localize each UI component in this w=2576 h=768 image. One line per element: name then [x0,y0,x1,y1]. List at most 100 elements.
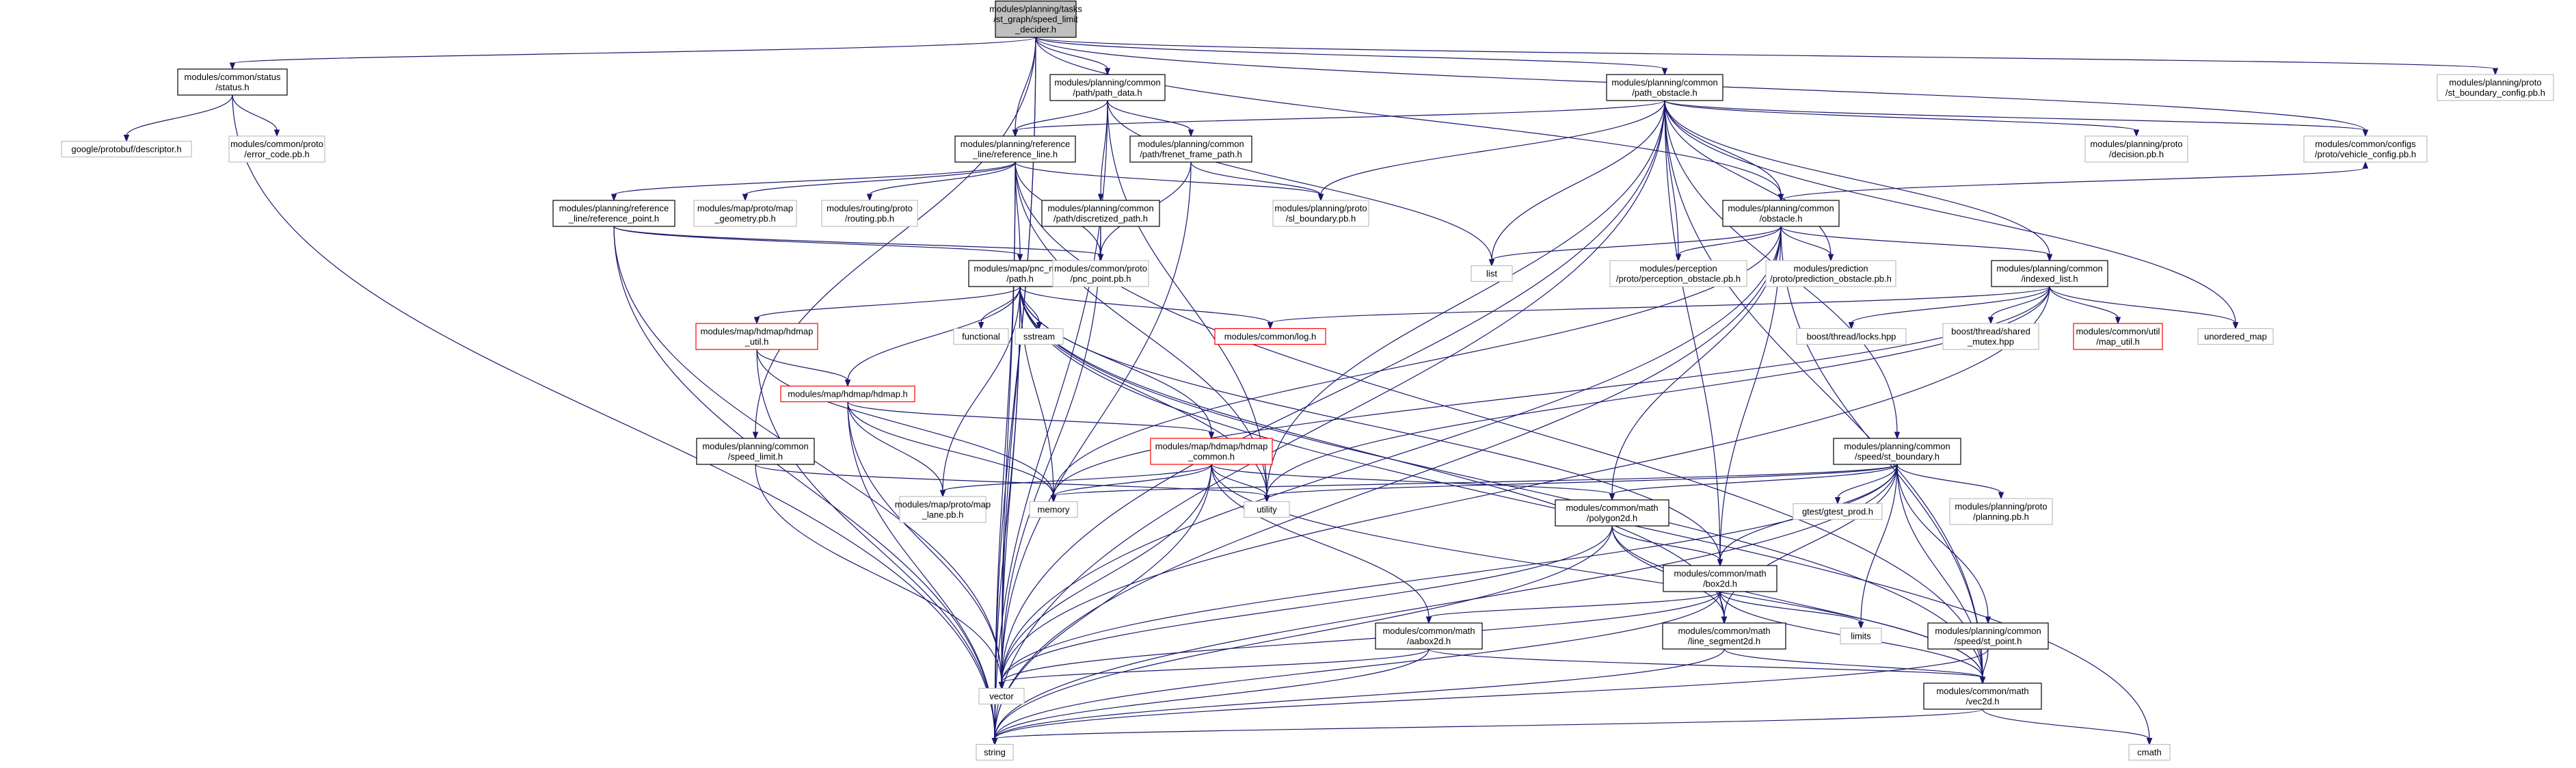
node-label-line: /decision.pb.h [2109,149,2164,159]
node-obstacle[interactable]: modules/planning/common/obstacle.h [1722,200,1840,227]
edge-arrowhead [1188,129,1194,137]
node-hdmap-common[interactable]: modules/map/hdmap/hdmap_common.h [1150,438,1273,465]
edge-line [847,401,1054,496]
node-line-segment2d[interactable]: modules/common/math/line_segment2d.h [1662,622,1786,650]
node-path-data[interactable]: modules/planning/common/path/path_data.h [1049,74,1166,101]
edge-line [1896,464,2002,494]
edge-line [1035,37,1108,70]
edge-line [1664,100,1782,196]
edge-line [1664,100,2137,131]
edge-line [232,36,1036,64]
node-label-line: /polygon2d.h [1587,513,1637,523]
node-vec2d[interactable]: modules/common/math/vec2d.h [1923,683,2042,710]
edge-box2d-to-aabox2d [1425,591,1721,624]
edge-hdmap-to-map_lane [847,401,946,498]
edge-line [1015,100,1108,131]
node-box [1840,627,1882,645]
node-label-line: _util.h [744,336,769,347]
edge-arrowhead [844,380,851,387]
node-st-point[interactable]: modules/planning/common/speed/st_point.h [1927,622,2049,650]
node-frenet[interactable]: modules/planning/common/path/frenet_fram… [1129,135,1252,163]
node-box2d[interactable]: modules/common/math/box2d.h [1663,565,1777,592]
node-discretized[interactable]: modules/planning/common/path/discretized… [1041,200,1160,227]
edge-line [1035,36,1665,70]
node-path-obstacle[interactable]: modules/planning/common/path_obstacle.h [1606,74,1723,101]
node-map-lane: modules/map/proto/map_lane.pb.h [895,496,991,523]
node-log[interactable]: modules/common/log.h [1214,328,1326,345]
edge-line [1664,100,2236,323]
edge-arrowhead [1721,616,1728,624]
node-aabox2d[interactable]: modules/common/math/aabox2d.h [1375,622,1483,650]
node-box [2084,135,2188,163]
node-box [976,743,1014,761]
edge-arrowhead [1661,68,1668,76]
edge-line [755,37,1036,434]
edge-line [1019,286,1054,496]
edge-box2d-to-string [991,591,1721,745]
node-root: modules/planning/tasks/st_graph/speed_li… [989,0,1082,38]
edge-obstacle-to-prediction_obs [1780,226,1834,262]
node-box [1991,260,2108,287]
edge-arrowhead [1717,559,1723,567]
edge-st_boundary-to-string [991,464,1898,745]
node-map-util[interactable]: modules/common/util/map_util.h [2073,323,2163,350]
edge-line [847,401,1212,434]
node-st-boundary[interactable]: modules/planning/common/speed/st_boundar… [1833,438,1961,465]
edge-vec2d-to-string [991,709,1983,745]
node-label-line: modules/map/proto/map [697,203,793,213]
node-label-line: modules/planning/common [1728,203,1834,213]
edge-line [1001,161,1192,683]
node-reference-point[interactable]: modules/planning/reference_line/referenc… [552,200,675,227]
edge-line [1019,286,1271,324]
edge-line [1015,100,1665,131]
edge-arrowhead [939,490,946,498]
edge-arrowhead [1985,616,1991,624]
edge-line [1035,37,1782,196]
edge-arrowhead [991,738,998,745]
node-reference-line[interactable]: modules/planning/reference_line/referenc… [954,135,1076,163]
node-label-line: modules/planning/common [1935,626,2041,636]
node-status[interactable]: modules/common/status/status.h [177,68,288,96]
node-label-line: /status.h [215,82,249,92]
edge-line [1019,286,1725,618]
node-label-line: /path/path_data.h [1073,88,1142,98]
node-label-line: /routing.pb.h [845,213,894,224]
node-box [2197,328,2274,345]
edge-reference_line-to-map_geometry [742,161,1016,202]
node-label-line: cmath [2137,747,2161,758]
node-label-line: /line_segment2d.h [1688,636,1760,646]
edge-hdmap_util-to-hdmap [756,349,851,387]
node-hdmap[interactable]: modules/map/hdmap/hdmap.h [780,385,915,403]
node-box [696,438,815,465]
edge-arrowhead [1050,495,1057,503]
edge-root-to-path_obstacle [1035,36,1668,76]
edge-box2d-to-line_segment2d [1719,591,1728,624]
edge-root-to-status [229,36,1036,70]
edge-line [847,401,995,739]
node-label-line: /box2d.h [1703,579,1737,589]
node-cmath: cmath [2128,743,2171,761]
node-indexed-list[interactable]: modules/planning/common/indexed_list.h [1991,260,2108,287]
node-box [1662,622,1786,650]
edge-line [1678,226,1782,256]
edge-obstacle-to-perception_obs [1675,226,1782,262]
node-label-line: modules/common/math [1674,568,1766,579]
node-box [953,328,1009,345]
node-label-line: modules/common/proto [1054,263,1147,274]
node-string: string [976,743,1014,761]
node-hdmap-util[interactable]: modules/map/hdmap/hdmap_util.h [695,323,818,350]
edge-line [1664,100,1983,678]
node-speed-limit[interactable]: modules/planning/common/speed_limit.h [696,438,815,465]
node-label-line: modules/planning/tasks [989,4,1082,14]
edge-path_obstacle-to-sl_boundary [1317,100,1665,202]
edge-st_boundary-to-polygon2d [1609,464,1898,501]
edge-hdmap_common-to-map_lane [939,464,1212,498]
node-label-line: limits [1851,631,1871,641]
node-prediction-obs: modules/prediction/proto/prediction_obst… [1765,260,1896,287]
node-polygon2d[interactable]: modules/common/math/polygon2d.h [1555,499,1669,527]
edge-arrowhead [978,322,984,330]
edge-arrowhead [1263,495,1270,503]
node-box [899,496,987,523]
node-unordered-map: unordered_map [2197,328,2274,345]
node-sstream: sstream [1015,328,1064,345]
